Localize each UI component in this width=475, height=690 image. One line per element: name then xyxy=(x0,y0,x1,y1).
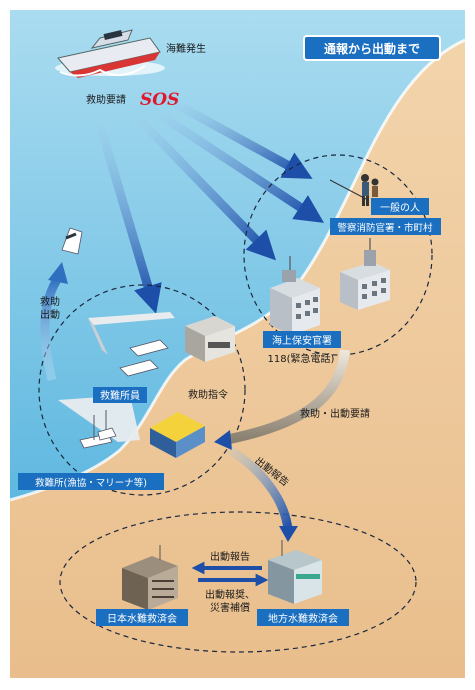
japan-assoc-label: 日本水難救済会 xyxy=(107,612,177,625)
rescue-request-label-2: 救助・出動要請 xyxy=(300,407,370,420)
sos-label: SOS xyxy=(140,90,179,110)
police-station-icon xyxy=(340,238,390,310)
arrow-to-station xyxy=(95,123,162,314)
rescue-request-label: 救助要請 xyxy=(86,93,126,106)
association-circle xyxy=(59,511,417,653)
local-assoc-label: 地方水難救済会 xyxy=(268,612,338,625)
report-back-label: 出動報告 xyxy=(210,550,250,563)
japan-association-building-icon xyxy=(122,545,178,610)
reward-label-1: 出動報奨、 xyxy=(205,588,255,601)
reward-label-2: 災害補償 xyxy=(210,601,250,614)
pier xyxy=(58,312,175,442)
arrow-rescue-dispatch xyxy=(40,275,62,382)
command-hut-icon xyxy=(150,412,205,458)
title-badge-text: 通報から出動まで xyxy=(324,41,420,56)
coast-guard-label: 海上保安官署 xyxy=(272,334,332,347)
police-fire-label: 警察消防官署・市町村 xyxy=(337,222,433,234)
rescue-dispatch-label-1: 救助 xyxy=(40,295,60,308)
station-label: 救難所(漁協・マリーナ等) xyxy=(35,477,147,489)
civilian-label: 一般の人 xyxy=(380,201,420,214)
arrow-request-to-station xyxy=(224,349,350,445)
incident-label: 海難発生 xyxy=(166,42,206,55)
arrow-to-coast-guard xyxy=(136,116,277,261)
wrecked-boat-icon xyxy=(55,29,165,78)
rescue-boat-icon xyxy=(61,227,83,255)
arrow-to-police xyxy=(157,111,325,223)
emergency-number: 118(緊急電話) xyxy=(268,352,335,365)
rescue-order-label: 救助指令 xyxy=(188,388,228,401)
moored-boats-icon xyxy=(79,339,169,449)
shoreline xyxy=(9,38,466,502)
arrow-dispatch-report xyxy=(227,446,293,531)
station-crew-label: 救難所員 xyxy=(100,389,140,402)
authorities-circle xyxy=(243,154,433,356)
rescue-station-icon xyxy=(185,316,235,362)
sos-arrows xyxy=(95,100,325,314)
sea-area xyxy=(10,10,465,500)
civilian-figure-icon xyxy=(329,174,379,206)
title-badge xyxy=(303,35,441,61)
local-association-building-icon xyxy=(268,540,322,604)
arrow-to-civilian xyxy=(173,100,313,179)
coast-guard-building-icon xyxy=(270,256,320,335)
rescue-dispatch-label-2: 出動 xyxy=(40,308,60,321)
station-circle xyxy=(38,284,246,496)
